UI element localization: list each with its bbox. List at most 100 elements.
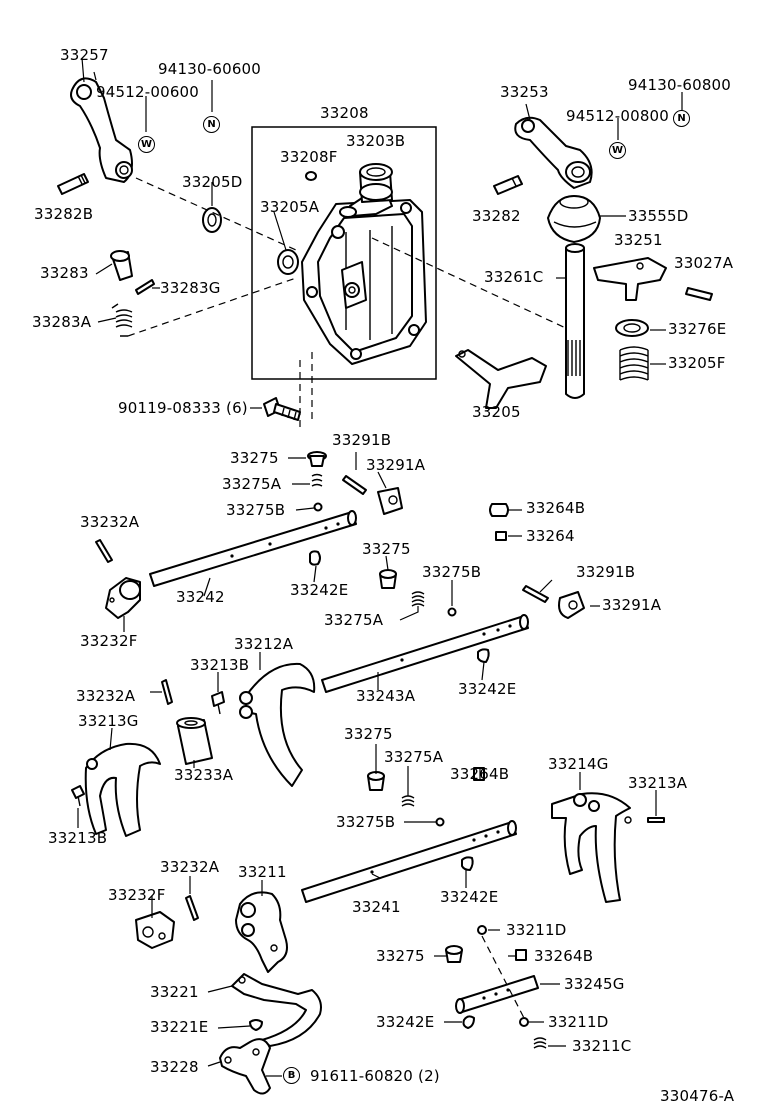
label-33291B-top: 33291B <box>332 431 392 449</box>
head-33232F-2 <box>135 911 175 949</box>
label-33253: 33253 <box>500 83 549 101</box>
label-33233A: 33233A <box>174 766 234 784</box>
diagram-id: 330476-A <box>660 1087 735 1105</box>
label-33275B-mid: 33275B <box>422 563 482 581</box>
nut-symbol-n-right: N <box>673 110 690 127</box>
clip-33242E-3 <box>461 856 474 871</box>
plug-33264B-top <box>489 503 509 517</box>
plug-33275-low <box>367 771 385 791</box>
clip-33242E-1 <box>309 550 321 566</box>
bolt-symbol-b: B <box>283 1067 300 1084</box>
label-33275B-low: 33275B <box>336 813 396 831</box>
label-33213G: 33213G <box>78 712 139 730</box>
spring-33205F <box>619 346 649 381</box>
washer-symbol-w-right: W <box>609 142 626 159</box>
plug-33275-top <box>307 451 327 467</box>
sleeve-33233A <box>176 717 213 765</box>
label-33205D: 33205D <box>182 173 243 191</box>
label-33211C: 33211C <box>572 1037 632 1055</box>
label-33232A-3: 33232A <box>160 858 220 876</box>
label-33283G: 33283G <box>160 279 221 297</box>
label-33213B-2: 33213B <box>48 829 108 847</box>
label-33208F: 33208F <box>280 148 338 166</box>
housing-assembly-frame <box>251 126 437 380</box>
label-33275-bot: 33275 <box>376 947 425 965</box>
label-33232A-1: 33232A <box>80 513 140 531</box>
fork-33213G <box>84 742 161 837</box>
label-33283A: 33283A <box>32 313 92 331</box>
label-33211D-2: 33211D <box>548 1013 609 1031</box>
label-33245G: 33245G <box>564 975 625 993</box>
label-33232F-1: 33232F <box>80 632 138 650</box>
label-33212A: 33212A <box>234 635 294 653</box>
label-94130-60800: 94130-60800 <box>628 76 732 94</box>
label-33027A: 33027A <box>674 254 734 272</box>
label-33291A-top: 33291A <box>366 456 426 474</box>
label-94512-00800: 94512-00800 <box>566 107 670 125</box>
nut-symbol-n: N <box>203 116 220 133</box>
seal-33205A <box>277 249 299 275</box>
label-33261C: 33261C <box>484 268 544 286</box>
ball-33275B-low <box>435 817 445 827</box>
clip-33242E-2 <box>477 648 490 663</box>
shaft-33241 <box>301 820 517 903</box>
shaft-33242 <box>149 510 357 587</box>
label-91611-60820: 91611-60820 (2) <box>310 1067 440 1085</box>
label-33208: 33208 <box>320 104 369 122</box>
plug-33264B-bot <box>515 949 527 961</box>
label-33205: 33205 <box>472 403 521 421</box>
plug-33264B-low <box>473 767 485 781</box>
bolt-33213B-2 <box>71 785 85 807</box>
pin-33232A-2 <box>161 679 173 705</box>
label-33232F-2: 33232F <box>108 886 166 904</box>
label-33275A-mid: 33275A <box>324 611 384 629</box>
spring-33275A-top <box>311 473 323 487</box>
seal-33203B <box>359 163 393 203</box>
ball-33211D-2 <box>519 1017 529 1027</box>
ball-33275B-top <box>313 502 323 512</box>
label-33211D: 33211D <box>506 921 567 939</box>
label-33275-mid: 33275 <box>362 540 411 558</box>
label-33203B: 33203B <box>346 132 406 150</box>
label-33282: 33282 <box>472 207 521 225</box>
lever-33205 <box>455 349 547 409</box>
shaft-33243A <box>321 614 529 693</box>
spring-33275A-low <box>401 795 415 807</box>
label-33228: 33228 <box>150 1058 199 1076</box>
plug-33275-mid <box>379 569 397 589</box>
label-33283: 33283 <box>40 264 89 282</box>
washer-33205D <box>202 207 222 233</box>
bolt-33213A <box>647 817 665 823</box>
pin-33282 <box>493 175 523 195</box>
bolt-33213B-1 <box>211 691 225 715</box>
label-33205F: 33205F <box>668 354 726 372</box>
label-94130-60600: 94130-60600 <box>158 60 262 78</box>
label-94512-00600: 94512-00600 <box>96 83 200 101</box>
label-33242E-2: 33242E <box>458 680 517 698</box>
label-33275-top: 33275 <box>230 449 279 467</box>
label-33232A-2: 33232A <box>76 687 136 705</box>
housing-33208 <box>301 195 427 365</box>
label-33242E-4: 33242E <box>376 1013 435 1031</box>
leader-lines <box>77 57 683 1077</box>
pin-33282B <box>57 173 89 195</box>
label-33211: 33211 <box>238 863 287 881</box>
label-33264: 33264 <box>526 527 575 545</box>
label-33213B-1: 33213B <box>190 656 250 674</box>
spring-33211C <box>533 1037 547 1049</box>
label-33241: 33241 <box>352 898 401 916</box>
lever-33211 <box>235 891 288 973</box>
boot-33555D <box>547 195 601 243</box>
label-33243A: 33243A <box>356 687 416 705</box>
label-33275A-low: 33275A <box>384 748 444 766</box>
washer-symbol-w: W <box>138 136 155 153</box>
label-33264B-low: 33264B <box>450 765 510 783</box>
plug-33208F <box>305 171 317 181</box>
pin-33232A-3 <box>185 895 199 921</box>
label-33555D: 33555D <box>628 207 689 225</box>
clip-33221E <box>249 1019 263 1031</box>
pin-33027A <box>685 287 713 301</box>
label-33291B-mid: 33291B <box>576 563 636 581</box>
